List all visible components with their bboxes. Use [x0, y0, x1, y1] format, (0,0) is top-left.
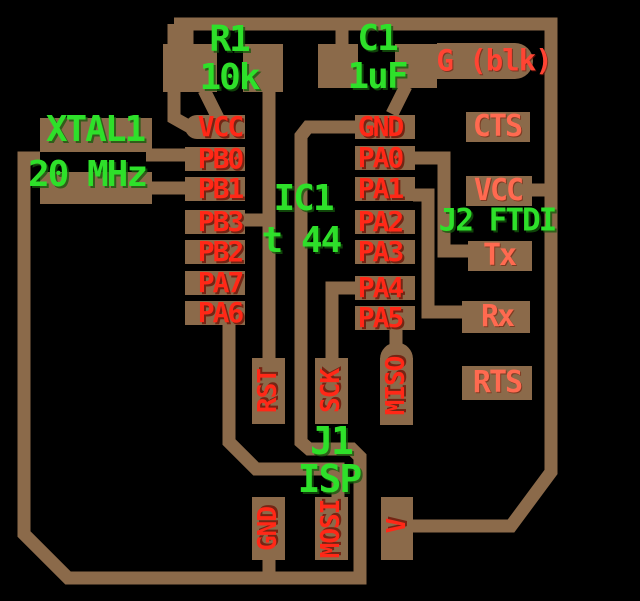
trace-pa0-tx[interactable] — [413, 151, 470, 258]
pad-c1-1[interactable] — [318, 44, 358, 88]
pad-j1-miso-cap[interactable] — [380, 342, 413, 376]
trace-gnd-main[interactable] — [17, 120, 367, 585]
pad-ic1-pa3[interactable] — [355, 240, 415, 264]
pad-ic1-gnd[interactable] — [355, 115, 415, 139]
pad-j1-sck[interactable] — [315, 358, 348, 424]
pad-ic1-pa6[interactable] — [185, 301, 245, 325]
pad-j2-tx[interactable] — [468, 241, 532, 271]
pad-xtal1-a[interactable] — [40, 118, 152, 152]
pad-j1-gnd[interactable] — [252, 497, 285, 560]
pad-j2-rx[interactable] — [462, 301, 530, 333]
pad-c1-2[interactable] — [395, 44, 437, 88]
pad-ic1-pb0[interactable] — [185, 147, 245, 171]
trace-pa1-rx[interactable] — [413, 188, 466, 319]
pad-ic1-pb2[interactable] — [185, 240, 245, 264]
pad-j2-rts[interactable] — [462, 366, 532, 400]
trace-pa4-sck[interactable] — [325, 281, 357, 360]
pad-r1-1[interactable] — [163, 44, 217, 92]
trace-pa6-mosi[interactable] — [222, 318, 345, 500]
pad-ic1-pb1[interactable] — [185, 177, 245, 201]
pad-j1-v[interactable] — [381, 497, 413, 560]
pad-r1-2[interactable] — [243, 44, 283, 92]
trace-vcc-main[interactable] — [174, 17, 558, 533]
pad-gnd-wire-cap[interactable] — [497, 43, 533, 79]
trace-r1-vccpin-diag[interactable] — [198, 87, 224, 121]
pad-j1-rst[interactable] — [252, 358, 285, 424]
pad-j1-mosi[interactable] — [315, 497, 348, 560]
pad-ic1-pa7[interactable] — [185, 271, 245, 295]
pad-j2-vcc[interactable] — [466, 176, 532, 206]
pad-j2-cts[interactable] — [466, 112, 530, 142]
pad-ic1-vcc-cap[interactable] — [185, 115, 209, 139]
pad-ic1-pa1[interactable] — [355, 177, 415, 201]
pad-ic1-pa5[interactable] — [355, 306, 415, 330]
pad-ic1-pa0[interactable] — [355, 146, 415, 170]
pad-ic1-pb3[interactable] — [185, 210, 245, 234]
pad-xtal1-b[interactable] — [40, 172, 152, 204]
pad-ic1-pa4[interactable] — [355, 276, 415, 300]
pad-ic1-pa2[interactable] — [355, 210, 415, 234]
trace-c1-gnd-diag[interactable] — [386, 83, 412, 117]
